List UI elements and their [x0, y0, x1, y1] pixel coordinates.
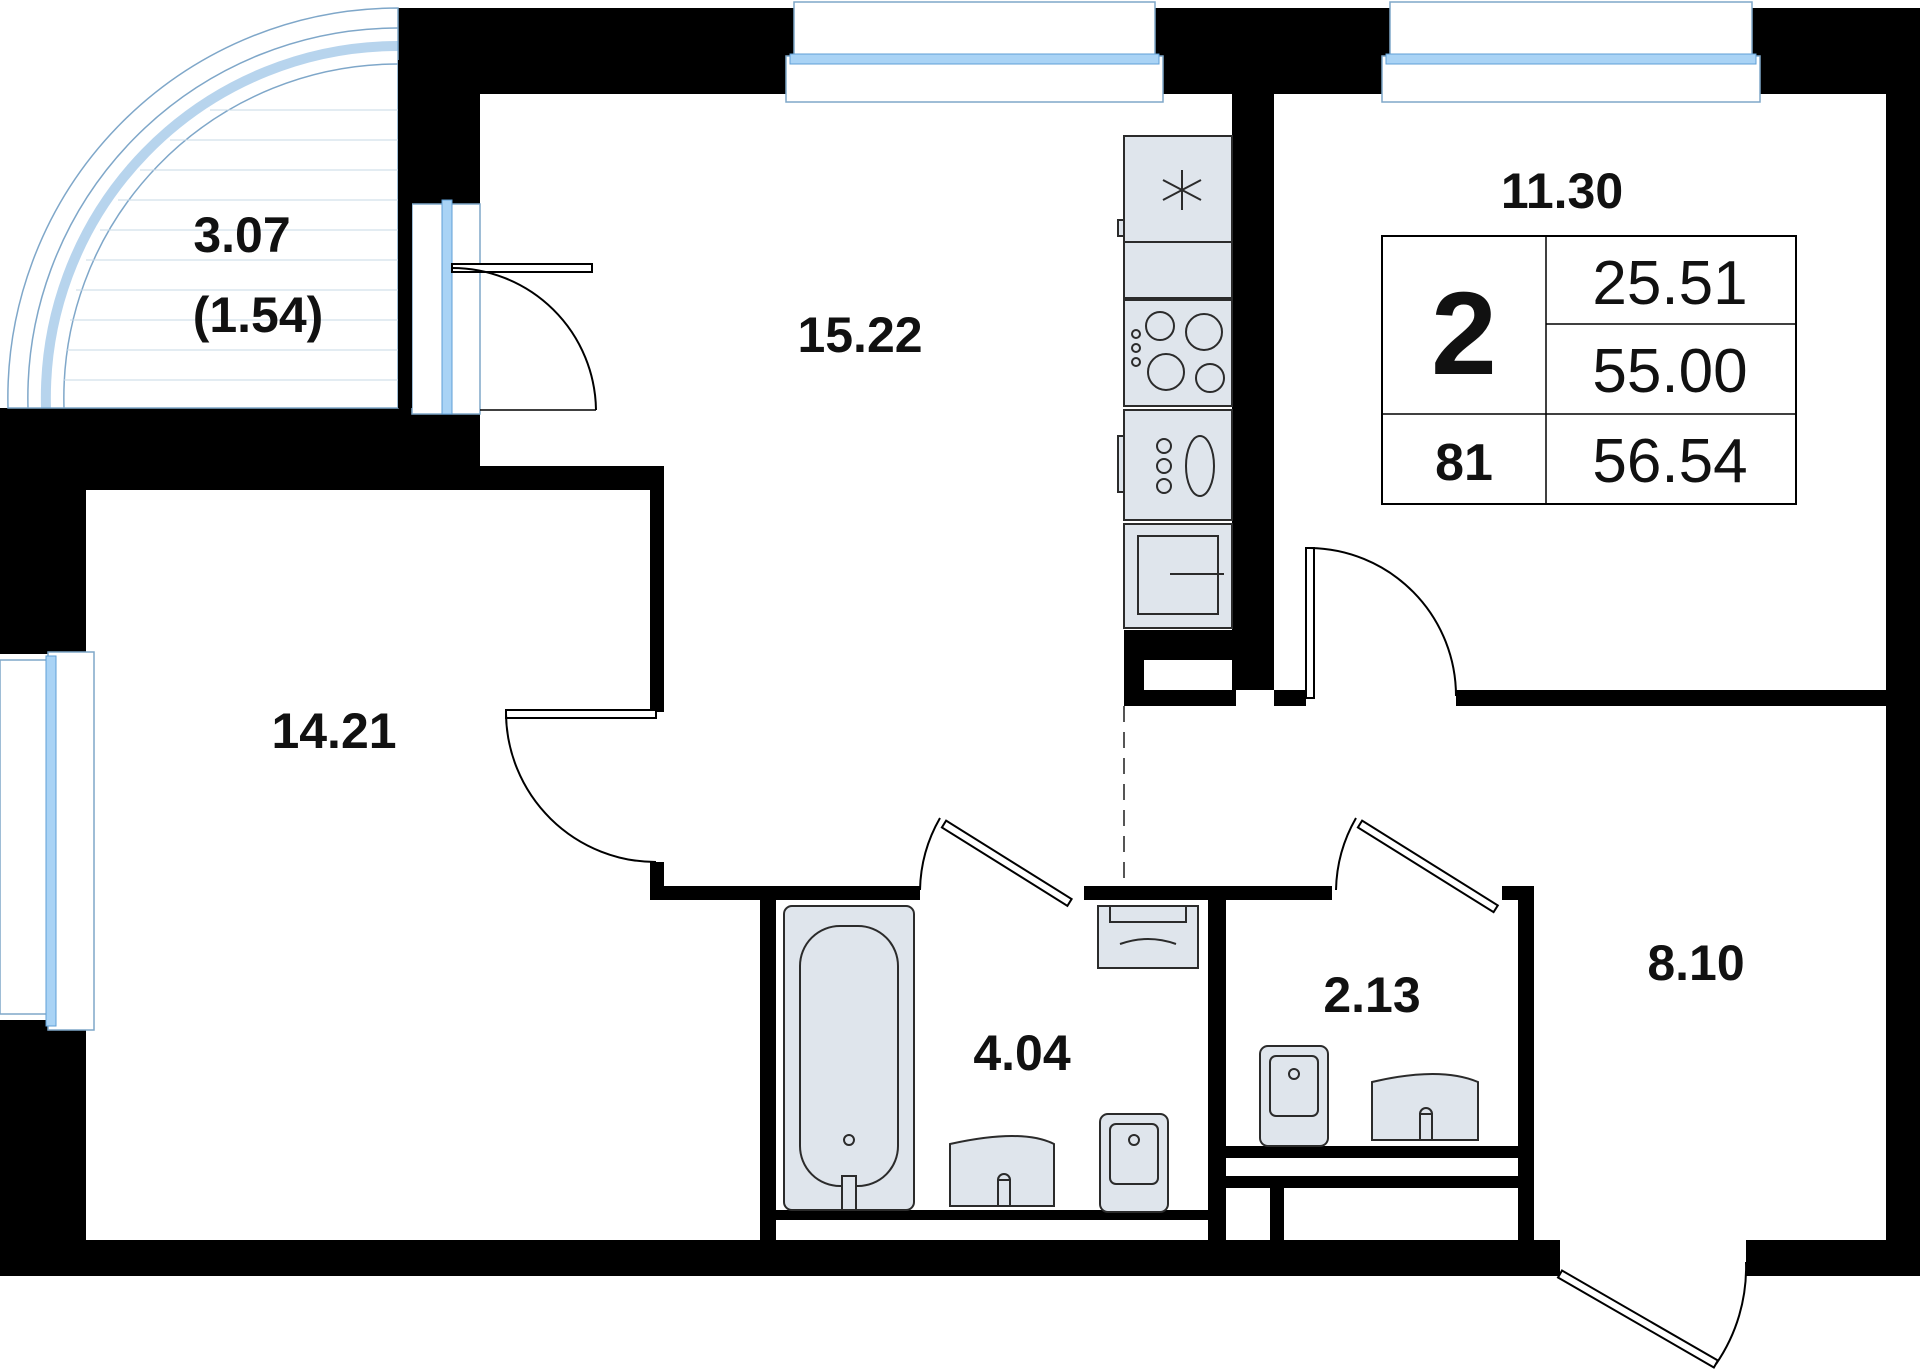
wc-fixtures	[1259, 1045, 1479, 1147]
label-hall-area: 8.10	[1647, 935, 1744, 991]
wall-bath-left	[760, 886, 776, 1242]
label-wc-area: 2.13	[1323, 967, 1420, 1023]
wall-top-middle	[1155, 8, 1390, 94]
dishwasher	[1117, 409, 1233, 521]
snowflake-icon	[1162, 170, 1202, 210]
shaft-wc-mid	[1226, 1176, 1518, 1188]
info-apartment-number: 81	[1435, 434, 1493, 492]
wc-sink	[1371, 1073, 1479, 1141]
label-bathroom-area: 4.04	[973, 1025, 1071, 1081]
doors	[451, 263, 1748, 1369]
label-balcony-area: 3.07	[193, 207, 290, 263]
info-total-area-with-balcony: 56.54	[1592, 427, 1747, 496]
wall-kitchen-cabinet-bottom	[1124, 630, 1274, 660]
washing-machine	[1097, 905, 1199, 969]
wall-bedroom-bottom	[1456, 690, 1886, 706]
windows	[0, 1, 1761, 1031]
info-total-area: 55.00	[1592, 337, 1747, 406]
info-living-area: 25.51	[1592, 249, 1747, 318]
window-living	[0, 651, 95, 1031]
window-kitchen	[785, 1, 1164, 103]
door-wc[interactable]	[1335, 817, 1500, 914]
wall-left-bottom	[0, 1020, 86, 1276]
window-balcony-door	[411, 199, 481, 415]
bathroom-fixtures	[783, 905, 1199, 1213]
door-entrance[interactable]	[1556, 1261, 1748, 1369]
fridge	[1117, 135, 1233, 299]
label-bedroom-area: 11.30	[1501, 163, 1623, 219]
wall-balcony-right	[398, 60, 412, 408]
bath-toilet	[1099, 1113, 1169, 1213]
door-balcony[interactable]	[451, 263, 597, 411]
shaft-wc-top	[1226, 1146, 1518, 1158]
wall-living-right-upper	[650, 466, 664, 712]
wall-living-top-right	[480, 466, 664, 490]
walls	[0, 8, 1920, 1276]
bathtub	[783, 905, 915, 1211]
wall-kitchen-cabinet-side	[1124, 630, 1144, 706]
door-living[interactable]	[505, 709, 657, 863]
shaft-bath	[776, 1210, 1208, 1220]
wall-living-top	[0, 408, 480, 490]
door-bathroom[interactable]	[919, 817, 1074, 908]
kitchen-unit	[1117, 135, 1233, 629]
wall-wc-hall	[1518, 886, 1534, 1242]
door-bedroom[interactable]	[1305, 547, 1457, 699]
wall-bottom-right	[1746, 1240, 1920, 1276]
wall-bedroom-left-stub	[1274, 690, 1306, 706]
wall-kitchen-bedroom	[1232, 94, 1274, 690]
wc-toilet	[1259, 1045, 1329, 1147]
shaft-wc-divider	[1270, 1188, 1284, 1240]
label-living-area: 14.21	[271, 703, 396, 759]
info-rooms-count: 2	[1431, 268, 1497, 400]
wall-bath-wc	[1208, 886, 1226, 1242]
room-labels: 3.07 (1.54) 15.22 11.30 14.21 4.04 2.13 …	[193, 163, 1745, 1081]
wall-bath-top-left	[650, 886, 920, 900]
wall-kitchen-cabinet-base	[1124, 690, 1236, 706]
wall-bottom	[0, 1240, 1560, 1276]
sink	[1123, 523, 1233, 629]
cooktop	[1123, 299, 1233, 407]
wall-right-outer	[1886, 8, 1920, 1242]
label-balcony-reduced-area: (1.54)	[193, 287, 324, 343]
bath-sink	[949, 1135, 1055, 1207]
window-bedroom	[1381, 1, 1761, 103]
label-kitchen-area: 15.22	[797, 307, 922, 363]
info-table: 2 25.51 55.00 81 56.54	[1381, 235, 1797, 505]
balcony	[7, 7, 412, 409]
